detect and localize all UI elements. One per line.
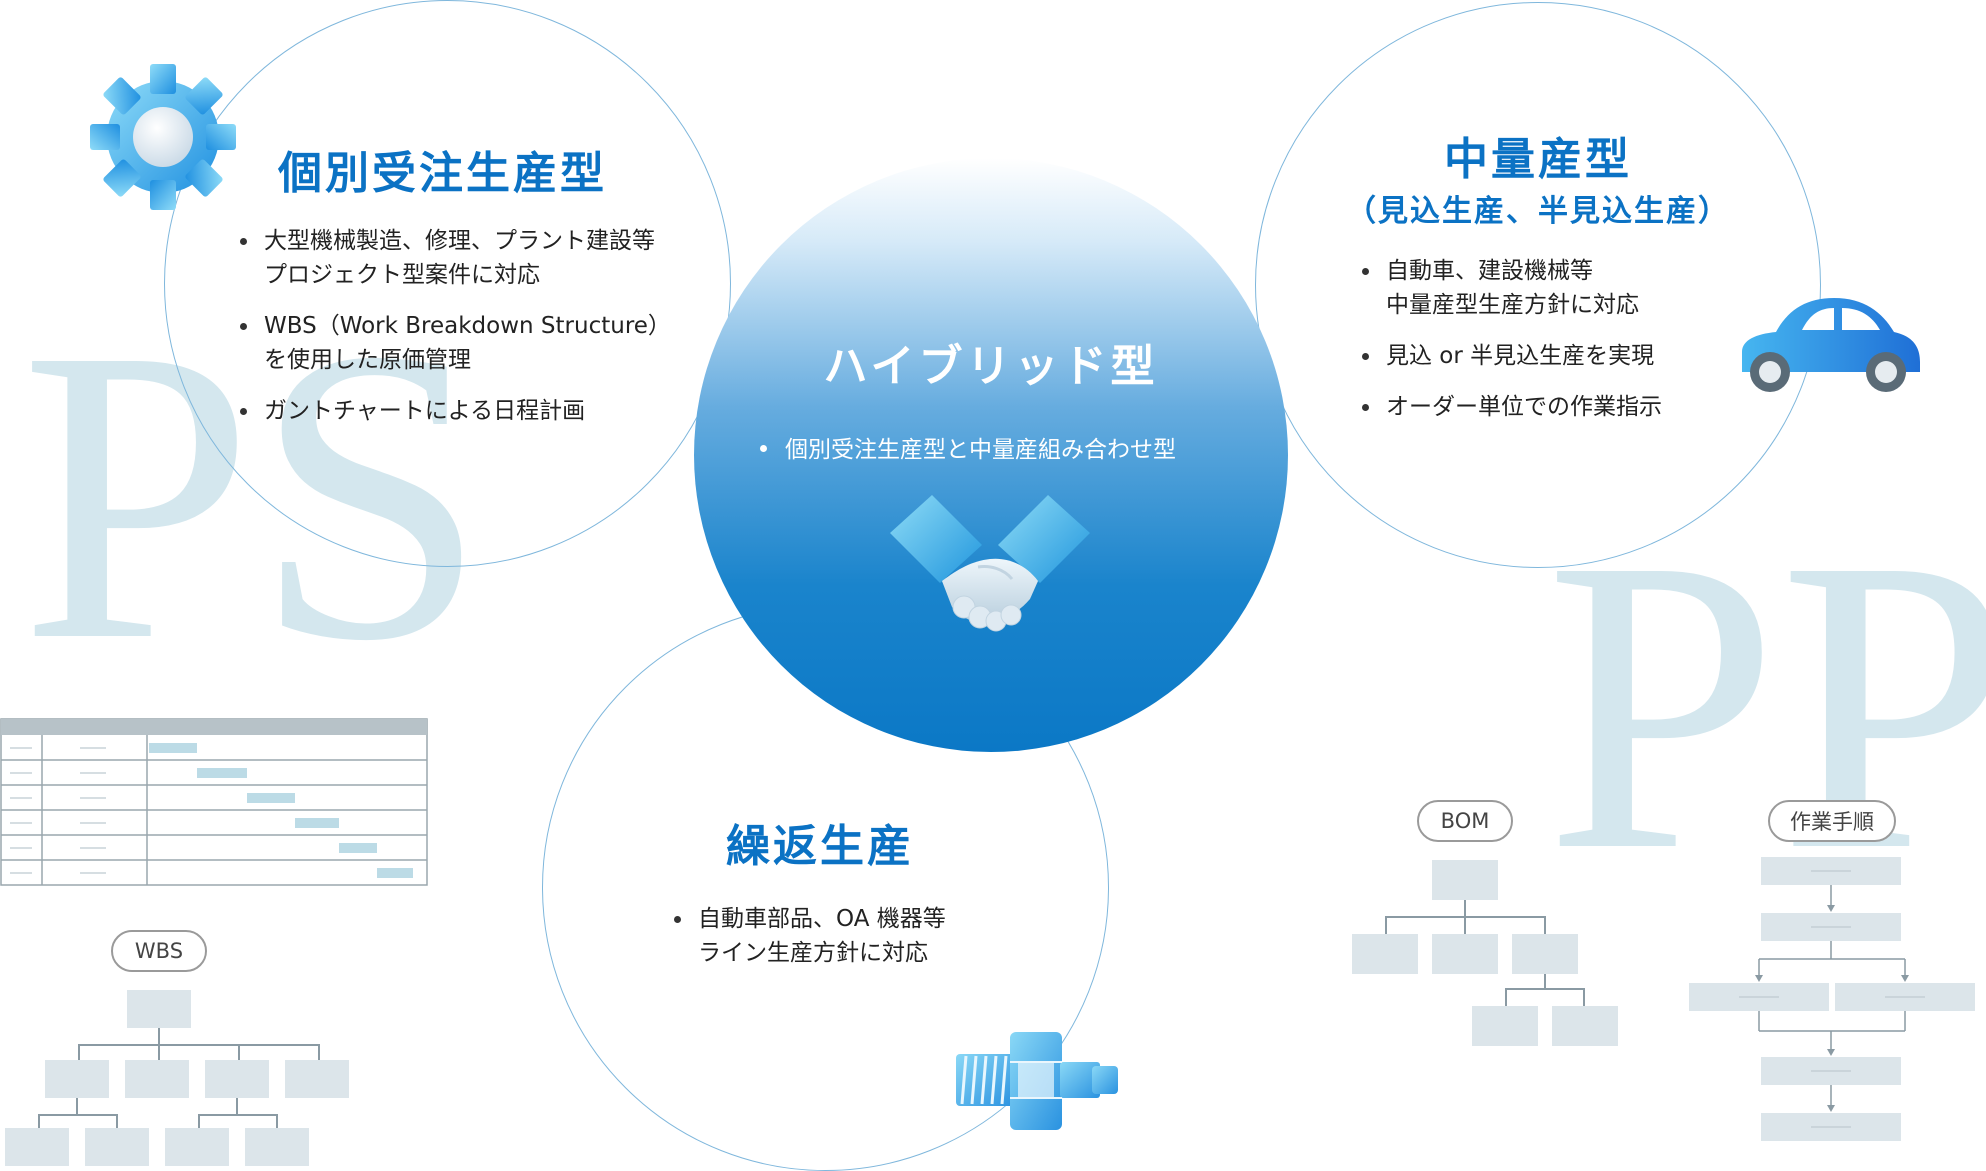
- list-item: 大型機械製造、修理、プラント建設等 プロジェクト型案件に対応: [234, 224, 694, 292]
- work-procedure-flow: [1689, 857, 1975, 1141]
- mid-volume-title: 中量産型: [1444, 134, 1632, 185]
- list-item: オーダー単位での作業指示: [1356, 390, 1776, 424]
- work-procedure-label: 作業手順: [1768, 800, 1896, 842]
- hub-title: ハイブリッド型: [823, 341, 1159, 392]
- mid-volume-circle: [1255, 2, 1821, 568]
- wbs-child-box: [285, 1060, 349, 1098]
- bolt-icon: [956, 1032, 1118, 1130]
- order-production-circle: [164, 0, 731, 567]
- bom-child-box: [1352, 934, 1418, 974]
- list-item: WBS（Work Breakdown Structure） を使用した原価管理: [234, 309, 694, 377]
- mid-volume-list: 自動車、建設機械等 中量産型生産方針に対応 見込 or 半見込生産を実現 オーダ…: [1356, 254, 1776, 441]
- hub-item: 個別受注生産型と中量産組み合わせ型: [760, 430, 1176, 464]
- wbs-label: WBS: [111, 930, 207, 972]
- bom-child-box: [1432, 934, 1498, 974]
- wbs-grandchild-box: [165, 1128, 229, 1166]
- order-production-list: 大型機械製造、修理、プラント建設等 プロジェクト型案件に対応 WBS（Work …: [234, 224, 694, 445]
- list-item: 自動車部品、OA 機器等 ライン生産方針に対応: [668, 902, 1088, 970]
- order-production-title: 個別受注生産型: [278, 148, 607, 199]
- gear-icon: [90, 64, 236, 210]
- car-icon: [1742, 298, 1920, 392]
- background-letters-pp: PP: [1545, 472, 1986, 937]
- repetitive-list: 自動車部品、OA 機器等 ライン生産方針に対応: [668, 902, 1088, 987]
- bom-root-box: [1432, 860, 1498, 900]
- handshake-icon: [890, 495, 1090, 632]
- list-item: 見込 or 半見込生産を実現: [1356, 339, 1776, 373]
- bom-child-box: [1512, 934, 1578, 974]
- wbs-child-box: [205, 1060, 269, 1098]
- wbs-child-box: [125, 1060, 189, 1098]
- gantt-chart: [0, 718, 428, 886]
- wbs-child-box: [45, 1060, 109, 1098]
- list-item: ガントチャートによる日程計画: [234, 394, 694, 428]
- bom-grandchild-box: [1552, 1006, 1618, 1046]
- list-item: 自動車、建設機械等 中量産型生産方針に対応: [1356, 254, 1776, 322]
- bom-label: BOM: [1417, 800, 1513, 842]
- mid-volume-subtitle: （見込生産、半見込生産）: [1346, 194, 1730, 229]
- bom-grandchild-box: [1472, 1006, 1538, 1046]
- wbs-grandchild-box: [245, 1128, 309, 1166]
- wbs-root-box: [127, 990, 191, 1028]
- wbs-grandchild-box: [5, 1128, 69, 1166]
- repetitive-title: 繰返生産: [726, 821, 914, 872]
- wbs-grandchild-box: [85, 1128, 149, 1166]
